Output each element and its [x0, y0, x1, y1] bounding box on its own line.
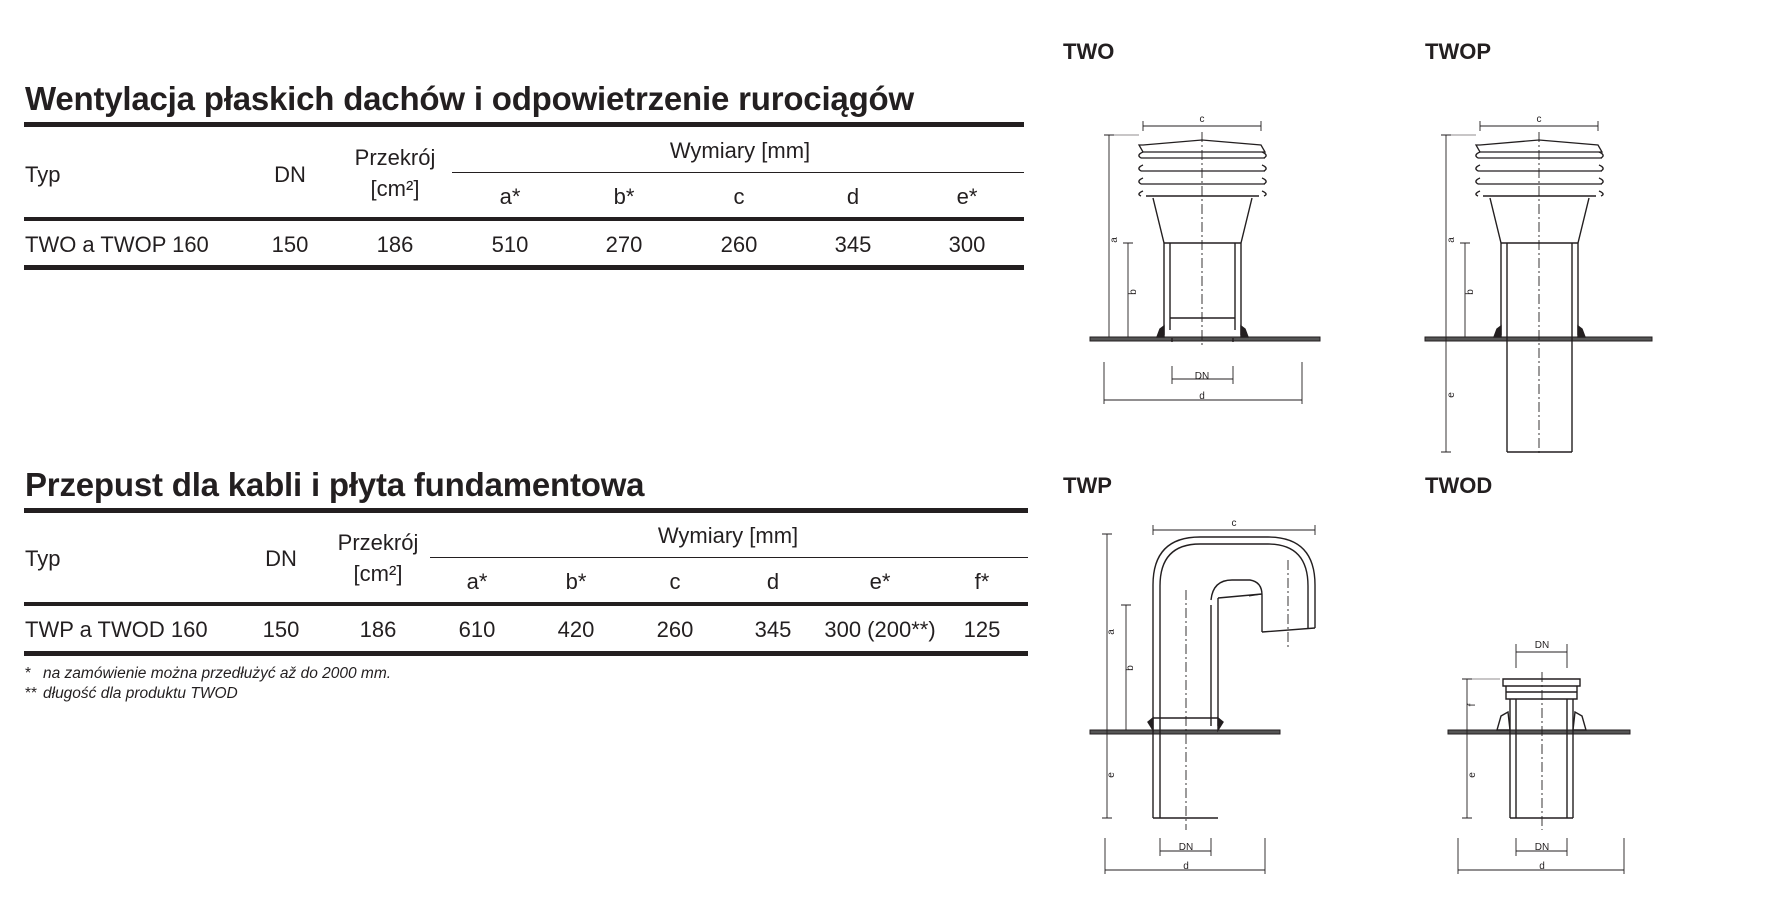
twop-dim-c: c — [1537, 114, 1542, 125]
table1-cell-b: 270 — [605, 232, 643, 257]
two-dim-a: a — [1109, 237, 1120, 243]
table2-cell-dn: 150 — [262, 617, 300, 642]
table2-cell-c: 260 — [656, 617, 694, 642]
table1-cell-przekroj: 186 — [376, 232, 414, 257]
table1-header-przekroj-unit: [cm²] — [370, 176, 420, 201]
drawing-label-twop: TWOP — [1425, 39, 1491, 64]
footnote-2-text: długość dla produktu TWOD — [43, 685, 238, 702]
table1-header-dn: DN — [274, 162, 306, 187]
table2-header-przekroj-unit: [cm²] — [353, 561, 403, 586]
footnote-1-mark: * — [25, 665, 32, 682]
twod-dim-d: d — [1539, 861, 1545, 872]
table1-header-wymiary: Wymiary [mm] — [669, 138, 811, 163]
two-dim-b: b — [1128, 289, 1139, 295]
table2-cell-b: 420 — [557, 617, 595, 642]
table2-top-rule — [24, 508, 1028, 513]
footnote-1-text: na zamówienie można przedłużyć až do 200… — [43, 665, 392, 682]
twp-dim-e: e — [1106, 772, 1117, 778]
table2-header-przekroj: Przekrój — [337, 530, 419, 555]
twp-dim-a: a — [1106, 629, 1117, 635]
table1-bottom-rule — [24, 265, 1024, 270]
twp-dim-d: d — [1183, 861, 1189, 872]
table1-col-a: a* — [499, 184, 521, 209]
twod-dim-f: f — [1467, 703, 1478, 706]
table2-cell-przekroj: 186 — [359, 617, 397, 642]
table1-col-d: d — [846, 184, 860, 209]
table1-col-e: e* — [956, 184, 978, 209]
table1-cell-typ: TWO a TWOP 160 — [25, 232, 209, 257]
table2-col-d: d — [766, 569, 780, 594]
two-dim-d: d — [1199, 391, 1205, 402]
twop-dim-a: a — [1446, 237, 1457, 243]
table1-col-b: b* — [613, 184, 635, 209]
table2-cell-typ: TWP a TWOD 160 — [25, 617, 208, 642]
section-title-cable-passthrough: Przepust dla kabli i płyta fundamentowa — [25, 466, 645, 503]
table2-wymiary-underline — [430, 557, 1028, 558]
table2-cell-f: 125 — [963, 617, 1001, 642]
table2-bottom-rule — [24, 651, 1028, 656]
footnote-1: * na zamówienie można przedłużyć až do 20… — [25, 665, 391, 683]
footnote-2: ** długość dla produktu TWOD — [25, 685, 238, 703]
table1-header-przekroj: Przekrój — [354, 145, 436, 170]
twod-dim-e: e — [1467, 772, 1478, 778]
twp-dim-c: c — [1232, 518, 1237, 529]
table2-col-f: f* — [974, 569, 990, 594]
table2-col-c: c — [669, 569, 681, 594]
table1-wymiary-underline — [452, 172, 1024, 173]
table1-cell-d: 345 — [834, 232, 872, 257]
drawing-label-two: TWO — [1063, 39, 1115, 64]
table2-cell-a: 610 — [458, 617, 496, 642]
twop-dim-b: b — [1465, 289, 1476, 295]
table2-col-e: e* — [869, 569, 891, 594]
twp-dim-dn: DN — [1179, 842, 1193, 853]
table2-header-rule — [24, 602, 1028, 606]
two-dim-dn: DN — [1195, 371, 1209, 382]
table1-header-typ: Typ — [25, 162, 61, 187]
table2-header-dn: DN — [265, 546, 297, 571]
twop-dim-e: e — [1446, 392, 1457, 398]
table1-cell-c: 260 — [720, 232, 758, 257]
drawing-label-twod: TWOD — [1425, 473, 1493, 498]
two-dim-c: c — [1200, 114, 1205, 125]
table1-cell-dn: 150 — [271, 232, 309, 257]
table2-col-a: a* — [466, 569, 488, 594]
table2-header-typ: Typ — [25, 546, 61, 571]
table1-cell-a: 510 — [491, 232, 529, 257]
section-title-ventilation: Wentylacja płaskich dachów i odpowietrze… — [25, 80, 914, 117]
twod-dim-dn-bottom: DN — [1535, 842, 1549, 853]
table1-top-rule — [24, 122, 1024, 127]
table2-cell-d: 345 — [754, 617, 792, 642]
twod-dim-dn-top: DN — [1535, 640, 1549, 651]
table1-cell-e: 300 — [948, 232, 986, 257]
twp-dim-b: b — [1125, 665, 1136, 671]
table1-col-c: c — [733, 184, 745, 209]
table2-cell-e: 300 (200**) — [824, 617, 936, 642]
table2-header-wymiary: Wymiary [mm] — [657, 523, 799, 548]
table2-col-b: b* — [565, 569, 587, 594]
drawing-label-twp: TWP — [1063, 473, 1112, 498]
table1-header-rule — [24, 217, 1024, 221]
footnote-2-mark: ** — [25, 685, 38, 702]
